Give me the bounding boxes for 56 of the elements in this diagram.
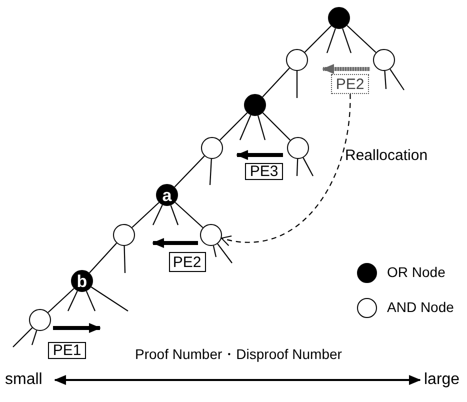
direction-arrow [236, 150, 283, 160]
tree-branch [390, 68, 404, 90]
direction-arrow [53, 323, 101, 333]
tree-branch [219, 112, 248, 141]
tree-branch [217, 243, 232, 264]
tree-branch [296, 158, 298, 176]
processor-label-box: PE1 [48, 342, 86, 358]
tree-branch [384, 70, 387, 90]
tree-branch [342, 28, 352, 54]
tree-branch [326, 28, 336, 54]
scale-end-label: small [5, 371, 42, 389]
tree-branch [302, 157, 314, 176]
tree-node [200, 224, 222, 246]
tree-branch [346, 25, 376, 53]
direction-arrow [322, 64, 370, 74]
tree-branch [68, 290, 78, 312]
tree-branch [262, 68, 290, 98]
processor-label-box: PE3 [245, 162, 283, 180]
direction-arrow [152, 238, 198, 248]
tree-branch [86, 290, 96, 312]
tree-branch [296, 71, 298, 98]
tree-branch [174, 156, 205, 188]
axis-title: Proof Number・Disproof Number [135, 347, 342, 362]
processor-label-box: PE2 [168, 252, 206, 272]
tree-node [29, 309, 51, 331]
tree-node [287, 137, 309, 159]
tree-branch [212, 246, 217, 258]
tree-node [373, 49, 395, 71]
tree-branch [262, 112, 291, 141]
tree-branch [48, 288, 74, 313]
tree-branch [89, 242, 117, 274]
tree-node [244, 94, 266, 116]
legend-label: AND Node [387, 300, 454, 316]
tree-branch [12, 327, 33, 348]
tree-branch [258, 115, 266, 140]
reallocation-arrow [221, 94, 351, 246]
tree-branch [152, 204, 163, 226]
tree-node: a [156, 184, 178, 206]
tree-node [201, 137, 223, 159]
tree-branch [31, 330, 38, 346]
tree-branch [174, 202, 204, 228]
tree-branch [170, 205, 179, 226]
tree-branch [240, 114, 252, 140]
tree-node [113, 224, 135, 246]
tree-node: b [71, 270, 93, 292]
processor-label-box: PE2 [331, 74, 369, 94]
tree-branch [124, 246, 126, 274]
tree-branch [209, 158, 212, 186]
annotation-text: Reallocation [345, 148, 428, 164]
legend-label: OR Node [387, 265, 446, 280]
tree-node [328, 7, 350, 29]
tree-branch [90, 286, 128, 312]
tree-branch [132, 202, 160, 228]
tree-branch [304, 25, 332, 53]
tree-node [286, 49, 308, 71]
scale-end-label: large [424, 371, 460, 389]
